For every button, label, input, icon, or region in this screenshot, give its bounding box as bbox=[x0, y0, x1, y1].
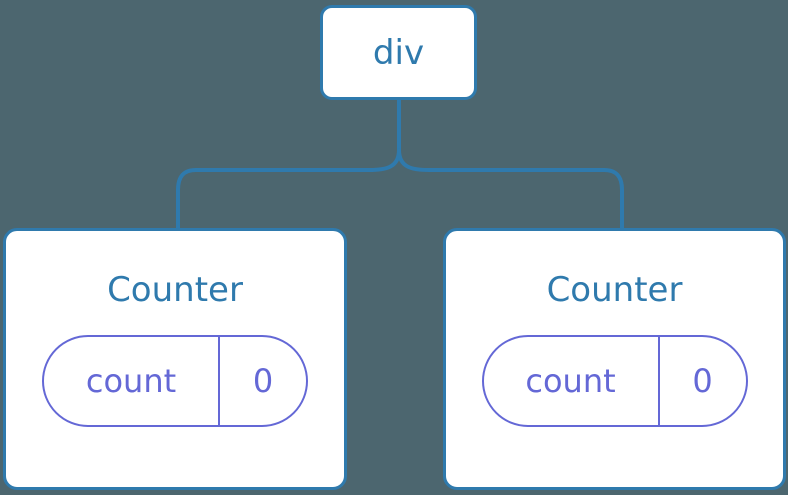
state-pill-counter-0[interactable]: count 0 bbox=[42, 335, 308, 427]
connector-to-child-1 bbox=[397, 148, 624, 230]
node-counter-0-label: Counter bbox=[107, 270, 243, 310]
node-root-div[interactable]: div bbox=[320, 5, 477, 100]
node-root-label: div bbox=[372, 32, 425, 73]
node-counter-1[interactable]: Counter count 0 bbox=[443, 228, 786, 490]
connector-to-child-0 bbox=[176, 148, 401, 230]
state-key-counter-1: count bbox=[484, 337, 660, 425]
node-counter-0[interactable]: Counter count 0 bbox=[3, 228, 347, 490]
state-key-counter-0: count bbox=[44, 337, 220, 425]
state-value-counter-0: 0 bbox=[252, 362, 274, 400]
node-counter-1-label: Counter bbox=[546, 270, 683, 310]
state-pill-counter-1[interactable]: count 0 bbox=[481, 335, 748, 427]
state-value-counter-1: 0 bbox=[692, 362, 713, 400]
